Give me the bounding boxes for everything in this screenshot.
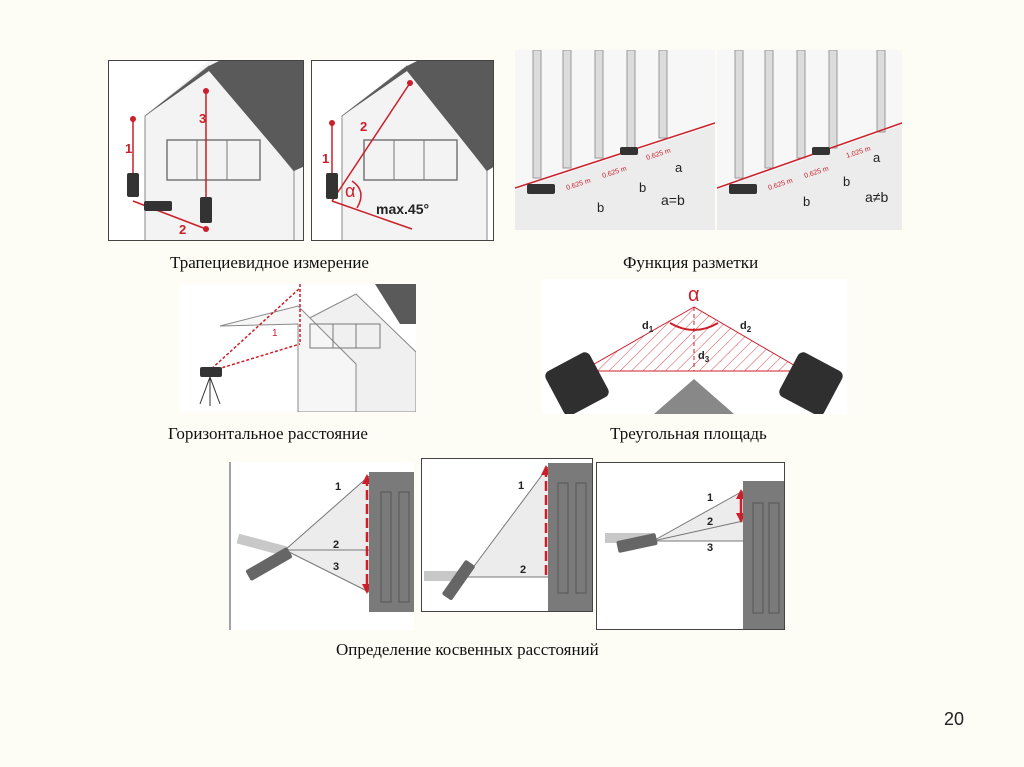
- d2-label: d2: [740, 320, 752, 334]
- label-b: b: [597, 200, 604, 215]
- caption-indirect: Определение косвенных расстояний: [336, 640, 599, 659]
- indirect-panel-3: 1 2 3: [596, 462, 785, 630]
- building-wall: [548, 463, 592, 611]
- label-a: a: [873, 150, 881, 165]
- rangefinder-device: [527, 184, 555, 194]
- rangefinder-device: [326, 173, 338, 199]
- rangefinder-device: [545, 352, 609, 414]
- label-2: 2: [179, 222, 186, 237]
- label-3: 3: [333, 561, 339, 573]
- triangle-panel: α d1 d2 d3: [542, 279, 847, 414]
- indirect-diagram-3: 1 2 3: [605, 481, 784, 629]
- d3-label: d3: [698, 350, 710, 364]
- alpha-label: α: [688, 284, 700, 306]
- caption-horizontal: Горизонтальное расстояние: [168, 424, 368, 443]
- label-3: 3: [707, 542, 713, 554]
- trapezoid-diagram-2: 1 2 α max.45°: [322, 61, 493, 240]
- caption-trapezoid: Трапециевидное измерение: [170, 253, 369, 272]
- caption-triangle: Треугольная площадь: [610, 424, 767, 443]
- indirect-panel-2: 1 2: [421, 458, 593, 612]
- label-1: 1: [707, 492, 713, 504]
- label-2: 2: [333, 539, 339, 551]
- rangefinder-device: [620, 147, 638, 155]
- rangefinder-device: [442, 560, 475, 601]
- label-1: 1: [335, 481, 341, 493]
- rangefinder-device: [616, 533, 658, 553]
- label-3: 3: [199, 111, 206, 126]
- page-number: 20: [944, 709, 965, 729]
- label-1: 1: [272, 328, 278, 339]
- roof: [342, 61, 493, 171]
- corner-shape: [654, 379, 734, 414]
- inequality-label: a≠b: [865, 189, 888, 205]
- rangefinder-device: [200, 367, 222, 377]
- trapezoid-panel-2: 1 2 α max.45°: [311, 60, 494, 241]
- indirect-diagram-2: 1 2: [424, 463, 592, 611]
- triangle-diagram: α d1 d2 d3: [542, 279, 847, 414]
- alpha-label: α: [345, 181, 355, 201]
- label-2: 2: [520, 564, 526, 576]
- stakeout-diagram-2: 0.625 m 0.625 m 1.025 m a b b a≠b: [717, 50, 902, 230]
- horizontal-panel: 1: [180, 284, 416, 412]
- rangefinder-device: [812, 147, 830, 155]
- trapezoid-panel-1: 1 3 2: [108, 60, 304, 241]
- d1-label: d1: [642, 320, 654, 334]
- rangefinder-device: [245, 547, 293, 581]
- stakeout-panel-2: 0.625 m 0.625 m 1.025 m a b b a≠b: [717, 50, 902, 230]
- label-a: a: [675, 160, 683, 175]
- stakeout-panel-1: 0.625 m 0.625 m 0.625 m a b b a=b: [515, 50, 715, 230]
- equation-label: a=b: [661, 192, 685, 208]
- label-1: 1: [322, 151, 329, 166]
- rangefinder-device: [729, 184, 757, 194]
- label-b: b: [803, 194, 810, 209]
- label-1: 1: [518, 480, 524, 492]
- max-angle-label: max.45°: [376, 201, 429, 217]
- rangefinder-device: [144, 201, 172, 211]
- rangefinder-device: [127, 173, 139, 197]
- caption-stakeout: Функция разметки: [623, 253, 759, 272]
- label-b: b: [639, 180, 646, 195]
- label-2: 2: [707, 516, 713, 528]
- roof: [145, 61, 303, 171]
- indirect-diagram-1: 1 2 3: [229, 462, 414, 630]
- triangle-area: [580, 306, 806, 372]
- label-b: b: [843, 174, 850, 189]
- horizontal-diagram: 1: [199, 284, 416, 412]
- label-1: 1: [125, 141, 132, 156]
- trapezoid-diagram-1: 1 3 2: [125, 61, 303, 240]
- label-2: 2: [360, 119, 367, 134]
- stakeout-diagram-1: 0.625 m 0.625 m 0.625 m a b b a=b: [515, 50, 715, 230]
- indirect-panel-1: 1 2 3: [229, 462, 414, 630]
- roof: [375, 284, 416, 324]
- rangefinder-device: [779, 352, 843, 414]
- rangefinder-device: [200, 197, 212, 223]
